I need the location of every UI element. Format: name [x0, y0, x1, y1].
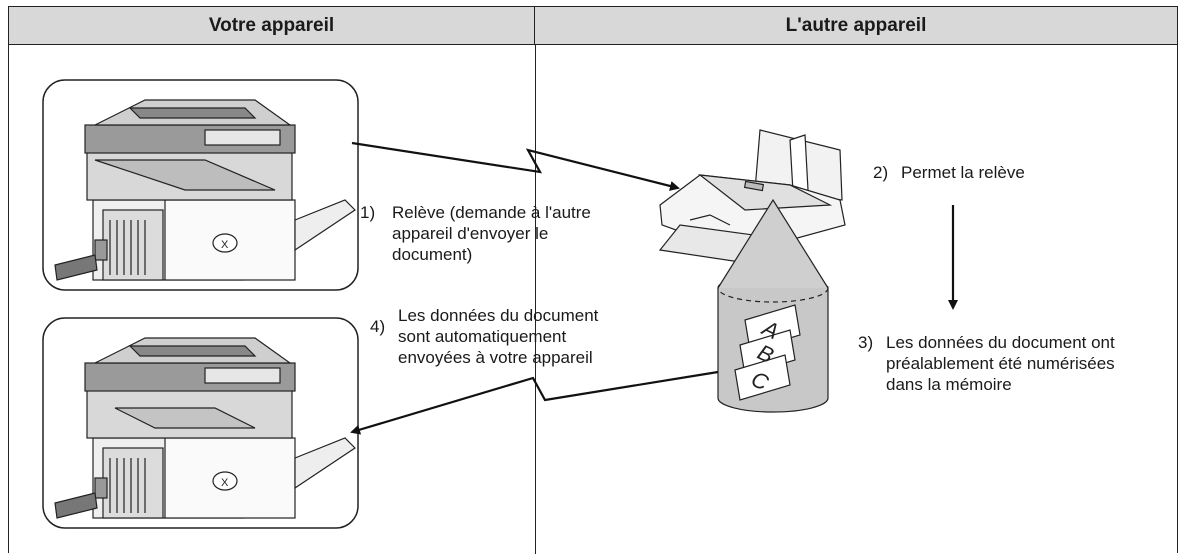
step-2-line-1: Permet la relève — [901, 163, 1025, 182]
step-2-number: 2) — [873, 163, 889, 182]
step-1-line-2: appareil d'envoyer le — [392, 224, 549, 243]
multifunction-copier-icon: X — [54, 337, 356, 519]
column-divider — [535, 45, 536, 554]
step-3-line-1: Les données du document ont — [886, 333, 1115, 352]
diagram-frame: Votre appareil L'autre appareil — [8, 6, 1178, 554]
fax-machine-icon — [658, 129, 846, 263]
multifunction-copier-icon: X — [54, 99, 356, 281]
header-your-device: Votre appareil — [9, 7, 535, 45]
step-1-number: 1) — [360, 203, 376, 222]
step-4-line-3: envoyées à votre appareil — [398, 348, 593, 367]
step-1-line-3: document) — [392, 245, 473, 264]
step-4-line-2: sont automatiquement — [398, 327, 567, 346]
step-4-number: 4) — [370, 317, 386, 336]
step-1-line-1: Relève (demande à l'autre — [392, 203, 591, 222]
svg-text:X: X — [221, 477, 229, 489]
step-4-line-1: Les données du document — [398, 306, 599, 325]
polling-request-arrow — [351, 141, 680, 191]
svg-text:X: X — [221, 239, 229, 251]
memory-cylinder-icon — [717, 198, 829, 413]
step-3-line-3: dans la mémoire — [886, 375, 1012, 394]
step-3-number: 3) — [858, 333, 874, 352]
step-3-line-2: préalablement été numérisées — [886, 354, 1115, 373]
header-other-device: L'autre appareil — [535, 7, 1177, 45]
document-send-arrow — [350, 370, 719, 435]
